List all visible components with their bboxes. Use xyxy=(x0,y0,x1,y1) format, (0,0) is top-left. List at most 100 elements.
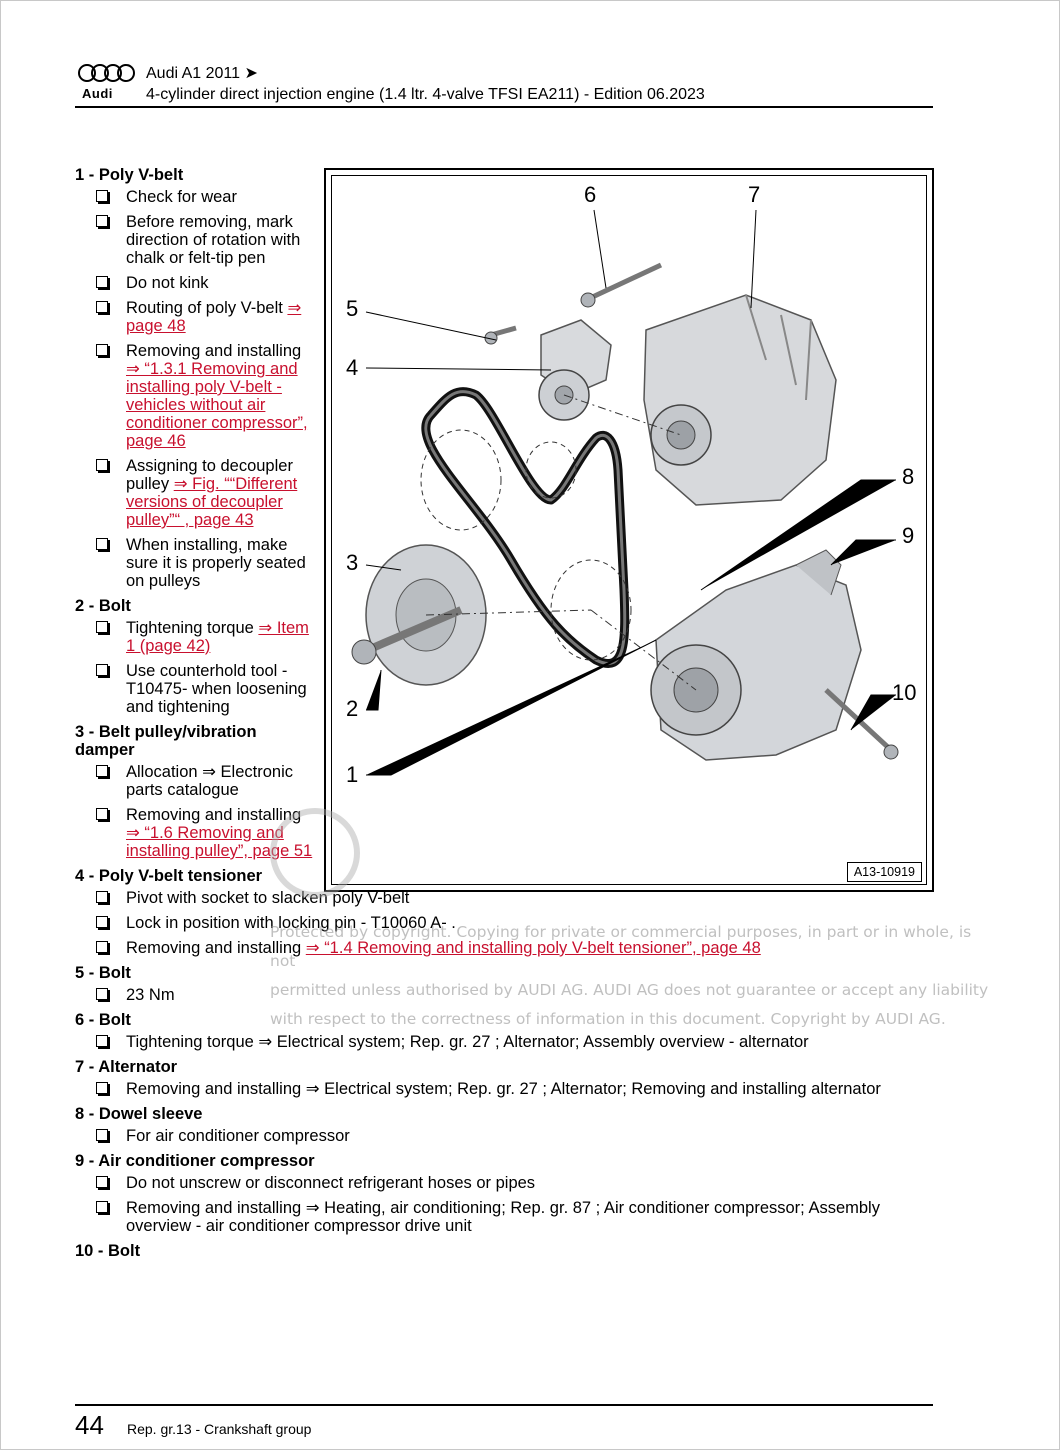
callout-9: 9 xyxy=(902,523,915,548)
section-items: Do not unscrew or disconnect refrigerant… xyxy=(75,1174,935,1235)
cross-reference-link[interactable]: ⇒ page 48 xyxy=(126,299,302,335)
figure-id: A13-10919 xyxy=(846,862,922,882)
item-text: Lock in position with locking pin - T100… xyxy=(126,914,456,932)
footer-chapter: Rep. gr.13 - Crankshaft group xyxy=(127,1421,312,1437)
section-title: 7 - Alternator xyxy=(75,1058,178,1076)
item-text: Removing and installing ⇒ Heating, air c… xyxy=(126,1199,880,1235)
section-title: 4 - Poly V-belt tensioner xyxy=(75,867,263,885)
item-text: Use counterhold tool -T10475- when loose… xyxy=(126,662,307,716)
callout-1: 1 xyxy=(346,762,359,787)
checkbox-icon xyxy=(96,344,108,356)
cross-reference-link[interactable]: ⇒ “1.6 Removing and installing pulley”, … xyxy=(126,824,313,860)
list-item: Removing and installing ⇒ “1.6 Removing … xyxy=(75,806,316,860)
list-item: Pivot with socket to slacken poly V-belt xyxy=(75,889,936,907)
checkbox-icon xyxy=(96,538,108,550)
list-item: Before removing, mark direction of rotat… xyxy=(75,213,316,267)
checkbox-icon xyxy=(96,1201,108,1213)
figure-frame xyxy=(331,175,927,885)
section-items: For air conditioner compressor xyxy=(75,1127,935,1145)
item-text: Assigning to decoupler pulley xyxy=(126,457,293,493)
callout-3: 3 xyxy=(346,550,359,575)
section-title: 10 - Bolt xyxy=(75,1242,141,1260)
list-item: Use counterhold tool -T10475- when loose… xyxy=(75,662,316,716)
list-item: Removing and installing ⇒ “1.3.1 Removin… xyxy=(75,342,316,450)
checkbox-icon xyxy=(96,891,108,903)
section-title: 2 - Bolt xyxy=(75,597,131,615)
item-text: Tightening torque xyxy=(126,619,259,637)
header-engine: 4-cylinder direct injection engine (1.4 … xyxy=(146,86,705,103)
checkbox-icon xyxy=(96,215,108,227)
section-10: 10 - Bolt xyxy=(75,1242,935,1260)
callout-5: 5 xyxy=(346,296,359,321)
header-rule xyxy=(75,106,933,108)
list-item: Do not kink xyxy=(75,274,316,292)
list-item: Routing of poly V-belt ⇒ page 48 xyxy=(75,299,316,335)
list-item: Do not unscrew or disconnect refrigerant… xyxy=(75,1174,936,1192)
checkbox-icon xyxy=(96,276,108,288)
item-text: When installing, make sure it is properl… xyxy=(126,536,306,590)
list-item: When installing, make sure it is properl… xyxy=(75,536,316,590)
checkbox-icon xyxy=(96,941,108,953)
item-text: Removing and installing xyxy=(126,939,306,957)
callout-10: 10 xyxy=(892,680,917,705)
section-title: 1 - Poly V-belt xyxy=(75,166,184,184)
section-title: 9 - Air conditioner compressor xyxy=(75,1152,315,1170)
list-item: Tightening torque ⇒ Item 1 (page 42) xyxy=(75,619,316,655)
checkbox-icon xyxy=(96,765,108,777)
checkbox-icon xyxy=(96,916,108,928)
item-text: Routing of poly V-belt xyxy=(126,299,288,317)
list-item: For air conditioner compressor xyxy=(75,1127,936,1145)
list-item: Assigning to decoupler pulley ⇒ Fig. ““D… xyxy=(75,457,316,529)
checkbox-icon xyxy=(96,1176,108,1188)
watermark-circle xyxy=(270,808,360,898)
section-title: 8 - Dowel sleeve xyxy=(75,1105,203,1123)
item-text: Removing and installing xyxy=(126,342,302,360)
list-item: Lock in position with locking pin - T100… xyxy=(75,914,936,932)
checkbox-icon xyxy=(96,1082,108,1094)
audi-rings-logo xyxy=(78,64,135,82)
cross-reference-link[interactable]: ⇒ Item 1 (page 42) xyxy=(126,619,309,655)
alternator-drawing xyxy=(643,294,837,506)
list-item: Check for wear xyxy=(75,188,316,206)
cross-reference-link[interactable]: ⇒ “1.3.1 Removing and installing poly V-… xyxy=(126,360,308,450)
cross-reference-link[interactable]: ⇒ Fig. ““Different versions of decoupler… xyxy=(126,475,298,529)
checkbox-icon xyxy=(96,190,108,202)
section-items: Tightening torque ⇒ Item 1 (page 42) Use … xyxy=(75,619,315,716)
checkbox-icon xyxy=(96,664,108,676)
compressor-drawing xyxy=(650,549,862,761)
item-text: Check for wear xyxy=(126,188,237,206)
section-items: 23 Nm xyxy=(75,986,935,1004)
section-title: 3 - Belt pulley/vibration damper xyxy=(75,723,257,759)
footer-rule xyxy=(75,1404,933,1406)
figure-drawing xyxy=(351,209,899,776)
list-item: 23 Nm xyxy=(75,986,936,1004)
checkbox-icon xyxy=(96,459,108,471)
brand-wordmark: Audi xyxy=(82,86,113,101)
list-item: Removing and installing ⇒ Heating, air c… xyxy=(75,1199,936,1235)
item-text: Before removing, mark direction of rotat… xyxy=(126,213,301,267)
section-items: Removing and installing ⇒ Electrical sys… xyxy=(75,1080,935,1098)
callout-6: 6 xyxy=(584,182,597,207)
item-text: Tightening torque ⇒ Electrical system; R… xyxy=(126,1033,809,1051)
item-text: For air conditioner compressor xyxy=(126,1127,350,1145)
checkbox-icon xyxy=(96,621,108,633)
list-item: Removing and installing ⇒ Electrical sys… xyxy=(75,1080,936,1098)
list-item: Tightening torque ⇒ Electrical system; R… xyxy=(75,1033,936,1051)
item-text: Removing and installing ⇒ Electrical sys… xyxy=(126,1080,881,1098)
list-item: Removing and installing ⇒ “1.4 Removing … xyxy=(75,939,936,957)
item-text: Pivot with socket to slacken poly V-belt xyxy=(126,889,410,907)
item-text: Allocation ⇒ Electronic parts catalogue xyxy=(126,763,293,799)
checkbox-icon xyxy=(96,1129,108,1141)
header-model: Audi A1 2011 ➤ xyxy=(146,65,258,82)
item-text: Do not kink xyxy=(126,274,209,292)
section-items: Pivot with socket to slacken poly V-belt… xyxy=(75,889,935,957)
cross-reference-link[interactable]: ⇒ “1.4 Removing and installing poly V-be… xyxy=(305,939,761,957)
